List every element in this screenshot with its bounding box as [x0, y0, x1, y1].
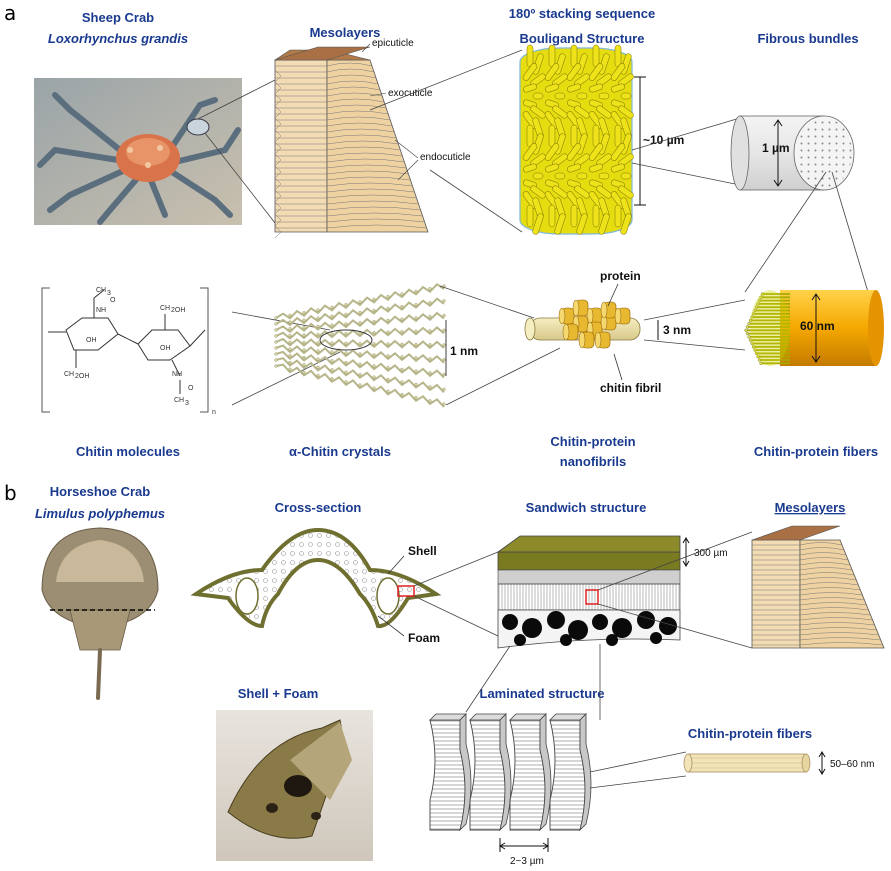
mesolayers-a-label: Mesolayers	[310, 25, 381, 40]
nanofibrils-label-line1: Chitin-protein	[550, 434, 635, 449]
lamina-scale-arrow	[500, 838, 548, 852]
sandwich-title: Sandwich structure	[526, 500, 647, 515]
laminated-title: Laminated structure	[480, 686, 605, 701]
horseshoe-crab-species: Limulus polyphemus	[35, 506, 165, 521]
chem-2oh-right: 2OH	[171, 307, 185, 314]
fibers-b-title: Chitin-protein fibers	[688, 726, 812, 741]
laminated-structure	[430, 714, 591, 830]
chem-ch3-bottom: CH	[174, 397, 184, 404]
mesolayers-b-block	[752, 526, 884, 648]
fibrous-bundle-cylinder	[731, 116, 854, 190]
chitin-protein-fiber-b	[684, 754, 810, 772]
chem-o-bottom: O	[188, 385, 194, 392]
chem-2oh-left: 2OH	[75, 373, 89, 380]
shell-foam-title: Shell + Foam	[238, 686, 319, 701]
foam-label: Foam	[408, 631, 440, 645]
connector-bouligand-bundle	[632, 118, 740, 185]
exocuticle-label: exocuticle	[388, 88, 433, 99]
nanofibrils-label-line2: nanofibrils	[560, 454, 626, 469]
alpha-chitin-label: α-Chitin crystals	[289, 444, 391, 459]
fibers-label: Chitin-protein fibers	[754, 444, 878, 459]
alpha-chitin-crystal	[275, 284, 446, 407]
bouligand-structure	[520, 45, 635, 235]
connector-laminated-fiber	[590, 752, 686, 788]
lamina-scale: 2~3 µm	[510, 856, 544, 867]
chem-ch3-top: CH	[96, 287, 106, 294]
cross-section-title: Cross-section	[275, 500, 362, 515]
bundle-scale: 1 µm	[762, 141, 790, 155]
chitin-molecule-structure: CH 3 O NH OH CH 2OH CH 2OH OH NH O CH 3 …	[42, 287, 216, 416]
sheep-crab-species: Loxorhynchus grandis	[48, 31, 188, 46]
mesolayers-a-block	[275, 47, 428, 238]
panel-b-letter: b	[4, 481, 17, 505]
connector-sandwich-laminated	[466, 644, 600, 720]
fiber-b-scale: 50–60 nm	[830, 759, 874, 770]
sandwich-structure	[498, 536, 680, 648]
fibril-scale: 3 nm	[663, 323, 691, 337]
chem-oh-left: OH	[86, 337, 97, 344]
horseshoe-crab-photo	[42, 528, 158, 698]
shell-foam-photo	[216, 710, 373, 861]
chem-nh-top: NH	[96, 307, 106, 314]
mesolayers-b-label: Mesolayers	[775, 500, 846, 515]
chem-ch2oh-left: CH	[64, 371, 74, 378]
fiber-scale: 60 nm	[800, 319, 835, 333]
shell-label: Shell	[408, 544, 437, 558]
chitin-protein-nanofibril	[525, 300, 640, 348]
fibrous-bundles-title: Fibrous bundles	[757, 31, 858, 46]
epicuticle-label: epicuticle	[372, 38, 414, 49]
chitin-fibril-label: chitin fibril	[600, 381, 661, 395]
panel-a-letter: a	[4, 1, 16, 25]
chem-3-bottom: 3	[185, 400, 189, 407]
sandwich-scale-arrow	[683, 538, 689, 566]
cross-section-diagram	[196, 530, 436, 626]
chem-o-top: O	[110, 297, 116, 304]
connector-nanofibril-fiber	[644, 300, 745, 350]
horseshoe-crab-title: Horseshoe Crab	[50, 484, 150, 499]
protein-label: protein	[600, 269, 641, 283]
chem-ch2oh-right: CH	[160, 305, 170, 312]
endocuticle-label: endocuticle	[420, 152, 471, 163]
sheep-crab-title: Sheep Crab	[82, 10, 154, 25]
chem-3-top: 3	[107, 290, 111, 297]
chem-n-subscript: n	[212, 409, 216, 416]
crystal-scale: 1 nm	[450, 344, 478, 358]
chitin-fibril-leader	[614, 354, 622, 380]
chem-nh-bottom: NH	[172, 371, 182, 378]
bouligand-title: Bouligand Structure	[520, 31, 645, 46]
fiber-b-scale-arrow	[819, 752, 825, 774]
shell-leader	[388, 556, 404, 574]
chem-oh-right: OH	[160, 345, 171, 352]
sheep-crab-photo	[34, 78, 242, 225]
chitin-molecules-label: Chitin molecules	[76, 444, 180, 459]
sandwich-scale: 300 µm	[694, 548, 728, 559]
stacking-sequence-title: 180º stacking sequence	[509, 6, 655, 21]
